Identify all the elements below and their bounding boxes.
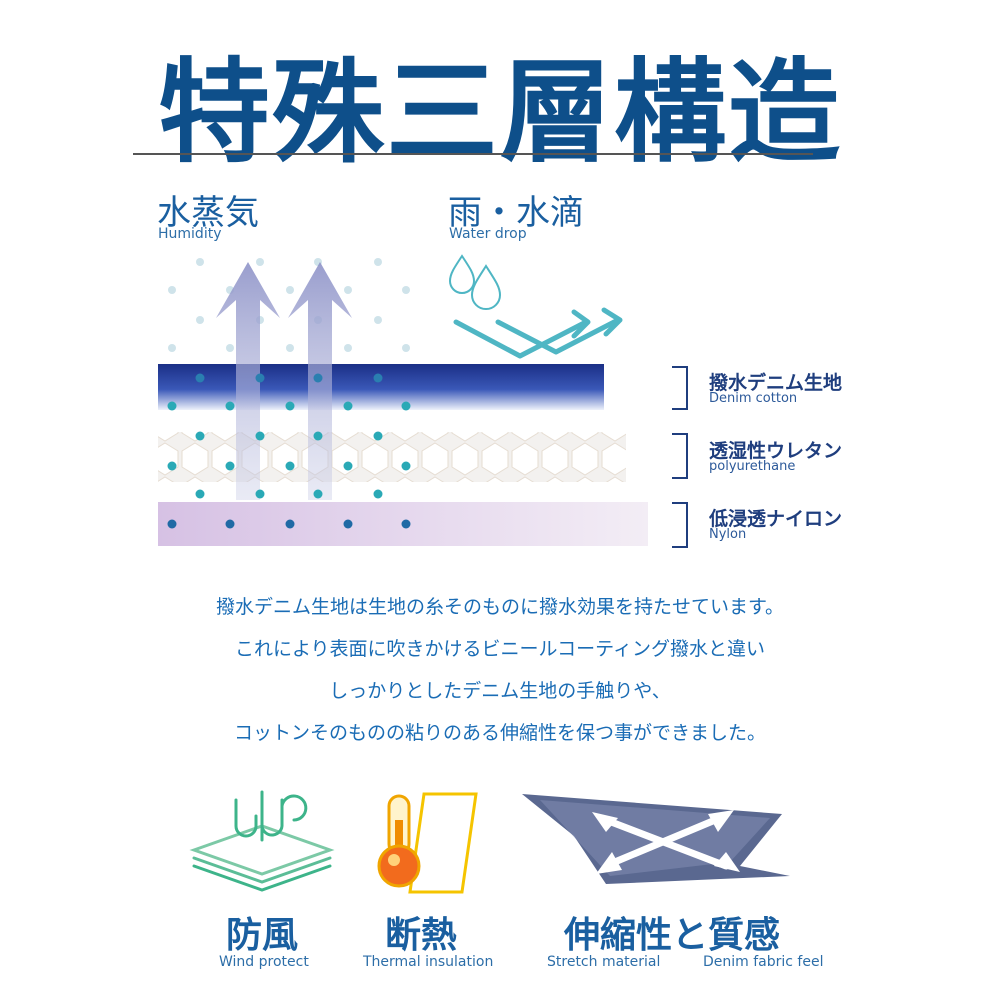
description-line-4: コットンそのものの粘りのある伸縮性を保つ事ができました。 xyxy=(233,722,766,744)
title-divider xyxy=(133,153,813,155)
layer-bracket-1 xyxy=(672,366,688,410)
description-line-3: しっかりとしたデニム生地の手触りや、 xyxy=(329,680,671,702)
stretch-fabric-icon xyxy=(522,794,790,884)
layer-bracket-3 xyxy=(672,502,688,548)
layer-1-label-en: Denim cotton xyxy=(709,391,798,406)
feature-stretch-label-en-right: Denim fabric feel xyxy=(703,954,824,970)
layer-bracket-2 xyxy=(672,433,688,479)
feature-wind-label-en: Wind protect xyxy=(219,954,309,970)
humidity-label-en: Humidity xyxy=(158,226,222,242)
thermometer-icon xyxy=(377,792,478,894)
wind-layers-icon xyxy=(189,790,335,892)
description-line-2: これにより表面に吹きかけるビニールコーティング撥水と違い xyxy=(234,638,766,660)
page-title: 特殊三層構造 xyxy=(158,48,842,178)
layer-2-label-en: polyurethane xyxy=(709,459,796,474)
layer-3-label-en: Nylon xyxy=(709,527,747,542)
feature-stretch-label-jp: 伸縮性と質感 xyxy=(564,915,781,956)
layer-1-label-jp: 撥水デニム生地 xyxy=(709,372,843,394)
feature-thermal-label-jp: 断熱 xyxy=(385,915,458,956)
water-drop-icon xyxy=(448,254,502,310)
water-repel-arrows xyxy=(453,307,623,359)
layer-2-label-jp: 透湿性ウレタン xyxy=(709,440,843,462)
vapour-arrow-left xyxy=(216,262,280,500)
water-label-jp: 雨・水滴 xyxy=(448,193,584,233)
feature-stretch-label-en-left: Stretch material xyxy=(547,954,661,970)
feature-thermal-label-en: Thermal insulation xyxy=(363,954,494,970)
humidity-label-jp: 水蒸気 xyxy=(157,193,259,233)
layer-3-label-jp: 低浸透ナイロン xyxy=(709,508,843,530)
moisture-dots xyxy=(167,373,411,529)
feature-wind-label-jp: 防風 xyxy=(226,915,299,956)
water-label-en: Water drop xyxy=(449,226,527,242)
description-line-1: 撥水デニム生地は生地の糸そのものに撥水効果を持たせています。 xyxy=(215,596,785,618)
